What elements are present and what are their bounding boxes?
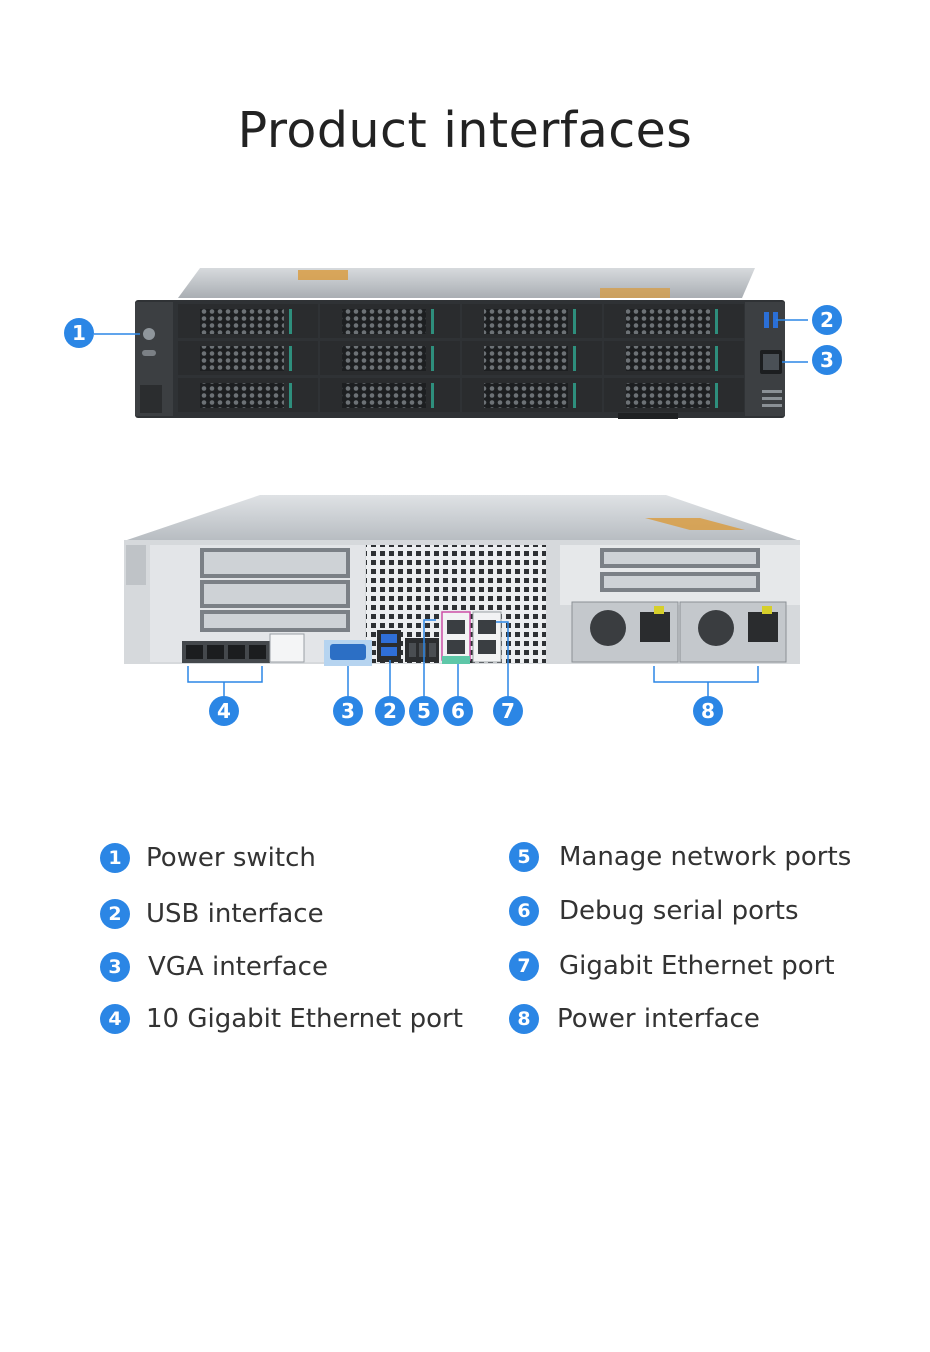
legend-label: Power switch	[146, 843, 316, 873]
server-front-view	[135, 268, 785, 419]
callout-badge: 4	[209, 696, 239, 726]
legend-label: 10 Gigabit Ethernet port	[146, 1004, 463, 1034]
callout-badge: 2	[812, 305, 842, 335]
callout-badge: 6	[443, 696, 473, 726]
legend-label: Manage network ports	[559, 842, 852, 872]
legend-label: Debug serial ports	[559, 896, 799, 926]
legend-number-badge: 1	[100, 843, 130, 873]
legend-number-badge: 6	[509, 896, 539, 926]
callout-badge: 3	[812, 345, 842, 375]
callout-badge: 8	[693, 696, 723, 726]
legend-label: Gigabit Ethernet port	[559, 951, 835, 981]
callout-badge: 1	[64, 318, 94, 348]
page-title: Product interfaces	[237, 102, 693, 159]
legend-number-badge: 8	[509, 1004, 539, 1034]
callout-badge: 7	[493, 696, 523, 726]
server-illustration	[94, 268, 808, 696]
callout-badge: 2	[375, 696, 405, 726]
legend-number-badge: 4	[100, 1004, 130, 1034]
legend-label: USB interface	[146, 899, 324, 929]
legend-label: Power interface	[557, 1004, 760, 1034]
legend-number-badge: 5	[509, 842, 539, 872]
legend-label: VGA interface	[148, 952, 328, 982]
legend-number-badge: 7	[509, 951, 539, 981]
callout-badge: 5	[409, 696, 439, 726]
legend-number-badge: 2	[100, 899, 130, 929]
callout-badge: 3	[333, 696, 363, 726]
legend-number-badge: 3	[100, 952, 130, 982]
server-rear-view	[124, 495, 800, 666]
